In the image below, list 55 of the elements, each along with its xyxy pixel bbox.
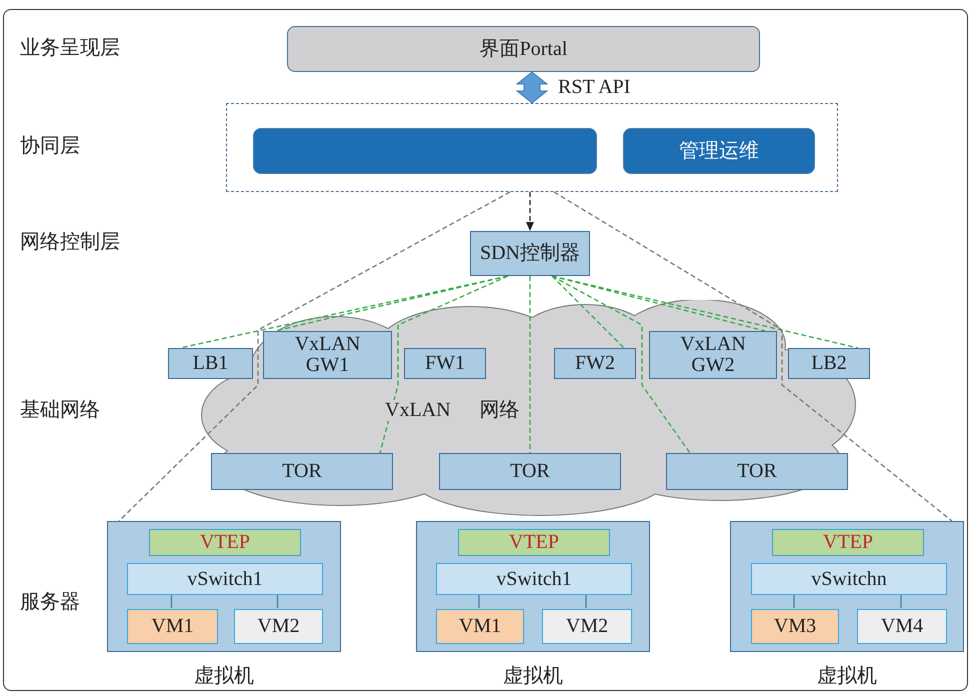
vswitch-box: vSwitchn	[751, 563, 947, 595]
device-box: FW2	[554, 348, 636, 379]
connector	[118, 191, 510, 522]
connector	[274, 275, 508, 332]
device-box: LB1	[168, 348, 253, 379]
layer-label: 服务器	[20, 590, 80, 615]
connector	[529, 276, 531, 453]
node-label: 虚拟机	[502, 664, 564, 689]
dashed-group-box	[226, 103, 838, 192]
device-box: SDN控制器	[470, 231, 590, 276]
vtep-box: VTEP	[458, 529, 610, 556]
device-box: TOR	[666, 453, 848, 490]
portal-box: 界面Portal	[287, 26, 760, 72]
vtep-box: VTEP	[149, 529, 301, 556]
connector	[552, 275, 858, 349]
vswitch-box: vSwitch1	[127, 563, 323, 595]
server-box	[416, 521, 650, 652]
connector	[585, 594, 587, 608]
layer-label: 基础网络	[20, 398, 100, 423]
device-box: VxLAN GW1	[263, 331, 392, 379]
vm-box: VM2	[234, 609, 323, 644]
vswitch-box: vSwitch1	[436, 563, 632, 595]
connector	[526, 192, 534, 231]
node-label: 虚拟机	[193, 664, 255, 689]
device-box: LB2	[788, 348, 870, 379]
connector	[170, 594, 172, 608]
connector	[793, 594, 795, 608]
vm-box: VM2	[542, 609, 632, 644]
node-label: 虚拟机	[816, 664, 878, 689]
device-box: FW1	[404, 348, 486, 379]
device-box: VxLAN GW2	[649, 331, 777, 379]
double-arrow	[516, 71, 548, 104]
connector	[276, 594, 278, 608]
cloud-label: VxLAN 网络	[383, 400, 522, 421]
layer-label: 业务呈现层	[20, 36, 120, 61]
server-box	[730, 521, 964, 652]
connector	[552, 276, 624, 348]
connector	[900, 594, 902, 608]
connector	[554, 191, 952, 522]
vm-box: VM3	[751, 609, 839, 644]
connector	[552, 275, 691, 454]
layer-label: 网络控制层	[20, 230, 120, 255]
vm-box: VM1	[127, 609, 218, 644]
vm-box: VM1	[436, 609, 524, 644]
process-box	[253, 128, 597, 174]
server-box	[107, 521, 341, 652]
connector	[478, 594, 480, 608]
device-box: TOR	[211, 453, 393, 490]
vtep-box: VTEP	[772, 529, 924, 556]
connector	[552, 275, 766, 332]
device-box: TOR	[439, 453, 621, 490]
vm-box: VM4	[857, 609, 947, 644]
layer-label: 协同层	[20, 134, 80, 159]
process-box: 管理运维	[623, 128, 815, 174]
connector	[379, 275, 508, 454]
